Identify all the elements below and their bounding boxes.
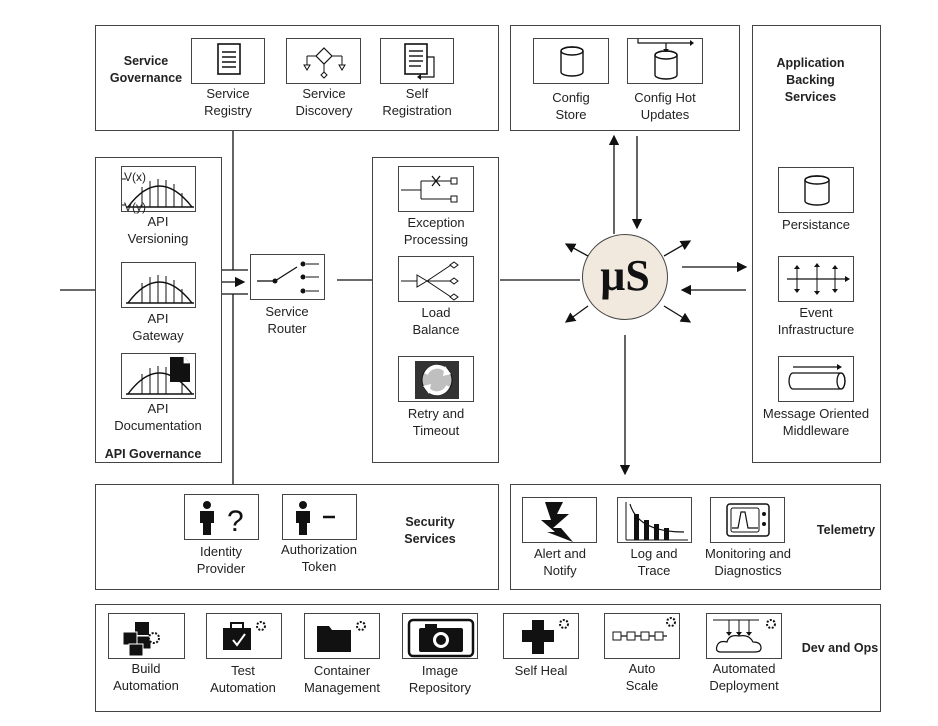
persistance-label: Persistance xyxy=(782,217,850,232)
self-heal-label: Self Heal xyxy=(514,663,568,678)
user-token-icon xyxy=(296,501,335,535)
automated-deployment-node[interactable] xyxy=(706,613,782,659)
bridge-icon xyxy=(126,275,194,304)
database-icon xyxy=(804,175,830,206)
authorization-token-label: Authorization Token xyxy=(281,542,357,574)
scale-chain-icon xyxy=(612,617,676,641)
version-x-label: V(x) xyxy=(124,170,146,184)
exception-processing-label: Exception Processing xyxy=(403,215,469,247)
api-versioning-node[interactable] xyxy=(121,166,196,212)
config-hot-updates-node[interactable] xyxy=(627,38,703,84)
image-repository-node[interactable] xyxy=(402,613,478,659)
identity-provider-node[interactable]: ? xyxy=(184,494,259,540)
config-store-label: Config Store xyxy=(552,90,590,122)
api-versioning-label: API Versioning xyxy=(127,214,189,246)
monitoring-diagnostics-label: Monitoring and Diagnostics xyxy=(705,546,791,578)
retry-timeout-label: Retry and Timeout xyxy=(407,406,465,438)
event-bus-icon xyxy=(787,263,850,295)
load-balance-node[interactable] xyxy=(398,256,474,302)
build-automation-node[interactable] xyxy=(108,613,185,659)
service-registry-label: Service Registry xyxy=(204,86,252,118)
test-automation-label: Test Automation xyxy=(210,663,276,695)
lightning-icon xyxy=(541,502,573,542)
backing-services-title: Application Backing Services xyxy=(776,56,845,104)
blocks-icon xyxy=(122,622,160,657)
config-hot-updates-label: Config Hot Updates xyxy=(634,90,696,122)
dev-and-ops-title: Dev and Ops xyxy=(801,641,879,655)
service-router-label: Service Router xyxy=(265,304,309,336)
automated-deployment-label: Automated Deployment xyxy=(709,661,779,693)
self-registration-node[interactable] xyxy=(380,38,454,84)
log-chart-icon xyxy=(625,502,688,541)
api-documentation-label: API Documentation xyxy=(114,401,202,433)
image-repository-label: Image Repository xyxy=(408,663,472,695)
security-services-title: Security Services xyxy=(404,515,456,546)
config-store-node[interactable] xyxy=(533,38,609,84)
api-documentation-node[interactable] xyxy=(121,353,196,399)
event-infrastructure-node[interactable] xyxy=(778,256,854,302)
api-gateway-label: API Gateway xyxy=(132,311,184,343)
message-oriented-middleware-node[interactable] xyxy=(778,356,854,402)
load-balance-label: Load Balance xyxy=(412,305,460,337)
service-router-node[interactable] xyxy=(250,254,325,300)
version-y-label: V(y) xyxy=(124,200,146,214)
service-discovery-label: Service Discovery xyxy=(295,86,353,118)
service-registry-node[interactable] xyxy=(191,38,265,84)
log-trace-label: Log and Trace xyxy=(630,546,678,578)
container-management-label: Container Management xyxy=(304,663,380,695)
medical-cross-icon xyxy=(522,619,569,654)
log-trace-node[interactable] xyxy=(617,497,692,543)
bridge-document-icon xyxy=(126,357,194,395)
identity-provider-label: Identity Provider xyxy=(196,544,246,576)
database-update-icon xyxy=(637,39,694,80)
service-discovery-node[interactable] xyxy=(286,38,361,84)
load-balancer-icon xyxy=(401,261,459,301)
document-return-icon xyxy=(404,43,435,80)
flowchart-icon xyxy=(303,47,346,79)
alert-notify-label: Alert and Notify xyxy=(533,546,587,578)
svg-text:?: ? xyxy=(227,505,244,538)
test-automation-node[interactable] xyxy=(206,613,282,659)
microservice-core-node[interactable] xyxy=(582,234,668,320)
bridge-icon xyxy=(122,178,194,208)
microservice-core-symbol: µS xyxy=(600,251,650,300)
oscilloscope-icon xyxy=(726,503,770,537)
database-icon xyxy=(560,46,584,77)
self-registration-label: Self Registration xyxy=(382,86,452,118)
camera-icon xyxy=(407,618,475,658)
exception-processing-node[interactable] xyxy=(398,166,474,212)
switch-icon xyxy=(257,261,319,294)
cloud-deploy-icon xyxy=(713,619,776,653)
message-oriented-middleware-label: Message Oriented Middleware xyxy=(762,406,870,438)
folder-gear-icon xyxy=(317,621,366,652)
authorization-token-node[interactable] xyxy=(282,494,357,540)
alert-notify-node[interactable] xyxy=(522,497,597,543)
user-question-icon: ? xyxy=(200,501,244,538)
container-management-node[interactable] xyxy=(304,613,380,659)
persistance-node[interactable] xyxy=(778,167,854,213)
api-governance-title: API Governance xyxy=(104,447,202,461)
retry-timeout-node[interactable] xyxy=(398,356,474,402)
pipe-icon xyxy=(788,364,846,390)
event-infrastructure-label: Event Infrastructure xyxy=(777,305,855,337)
api-gateway-node[interactable] xyxy=(121,262,196,308)
telemetry-title: Telemetry xyxy=(816,523,876,537)
auto-scale-node[interactable] xyxy=(604,613,680,659)
document-icon xyxy=(217,43,241,75)
refresh-icon xyxy=(415,361,459,399)
service-governance-title: Service Governance xyxy=(109,54,183,85)
briefcase-check-icon xyxy=(223,621,266,650)
self-heal-node[interactable] xyxy=(503,613,579,659)
monitoring-diagnostics-node[interactable] xyxy=(710,497,785,543)
auto-scale-label: Auto Scale xyxy=(625,661,659,693)
build-automation-label: Build Automation xyxy=(113,661,179,693)
exception-flow-icon xyxy=(401,175,458,203)
